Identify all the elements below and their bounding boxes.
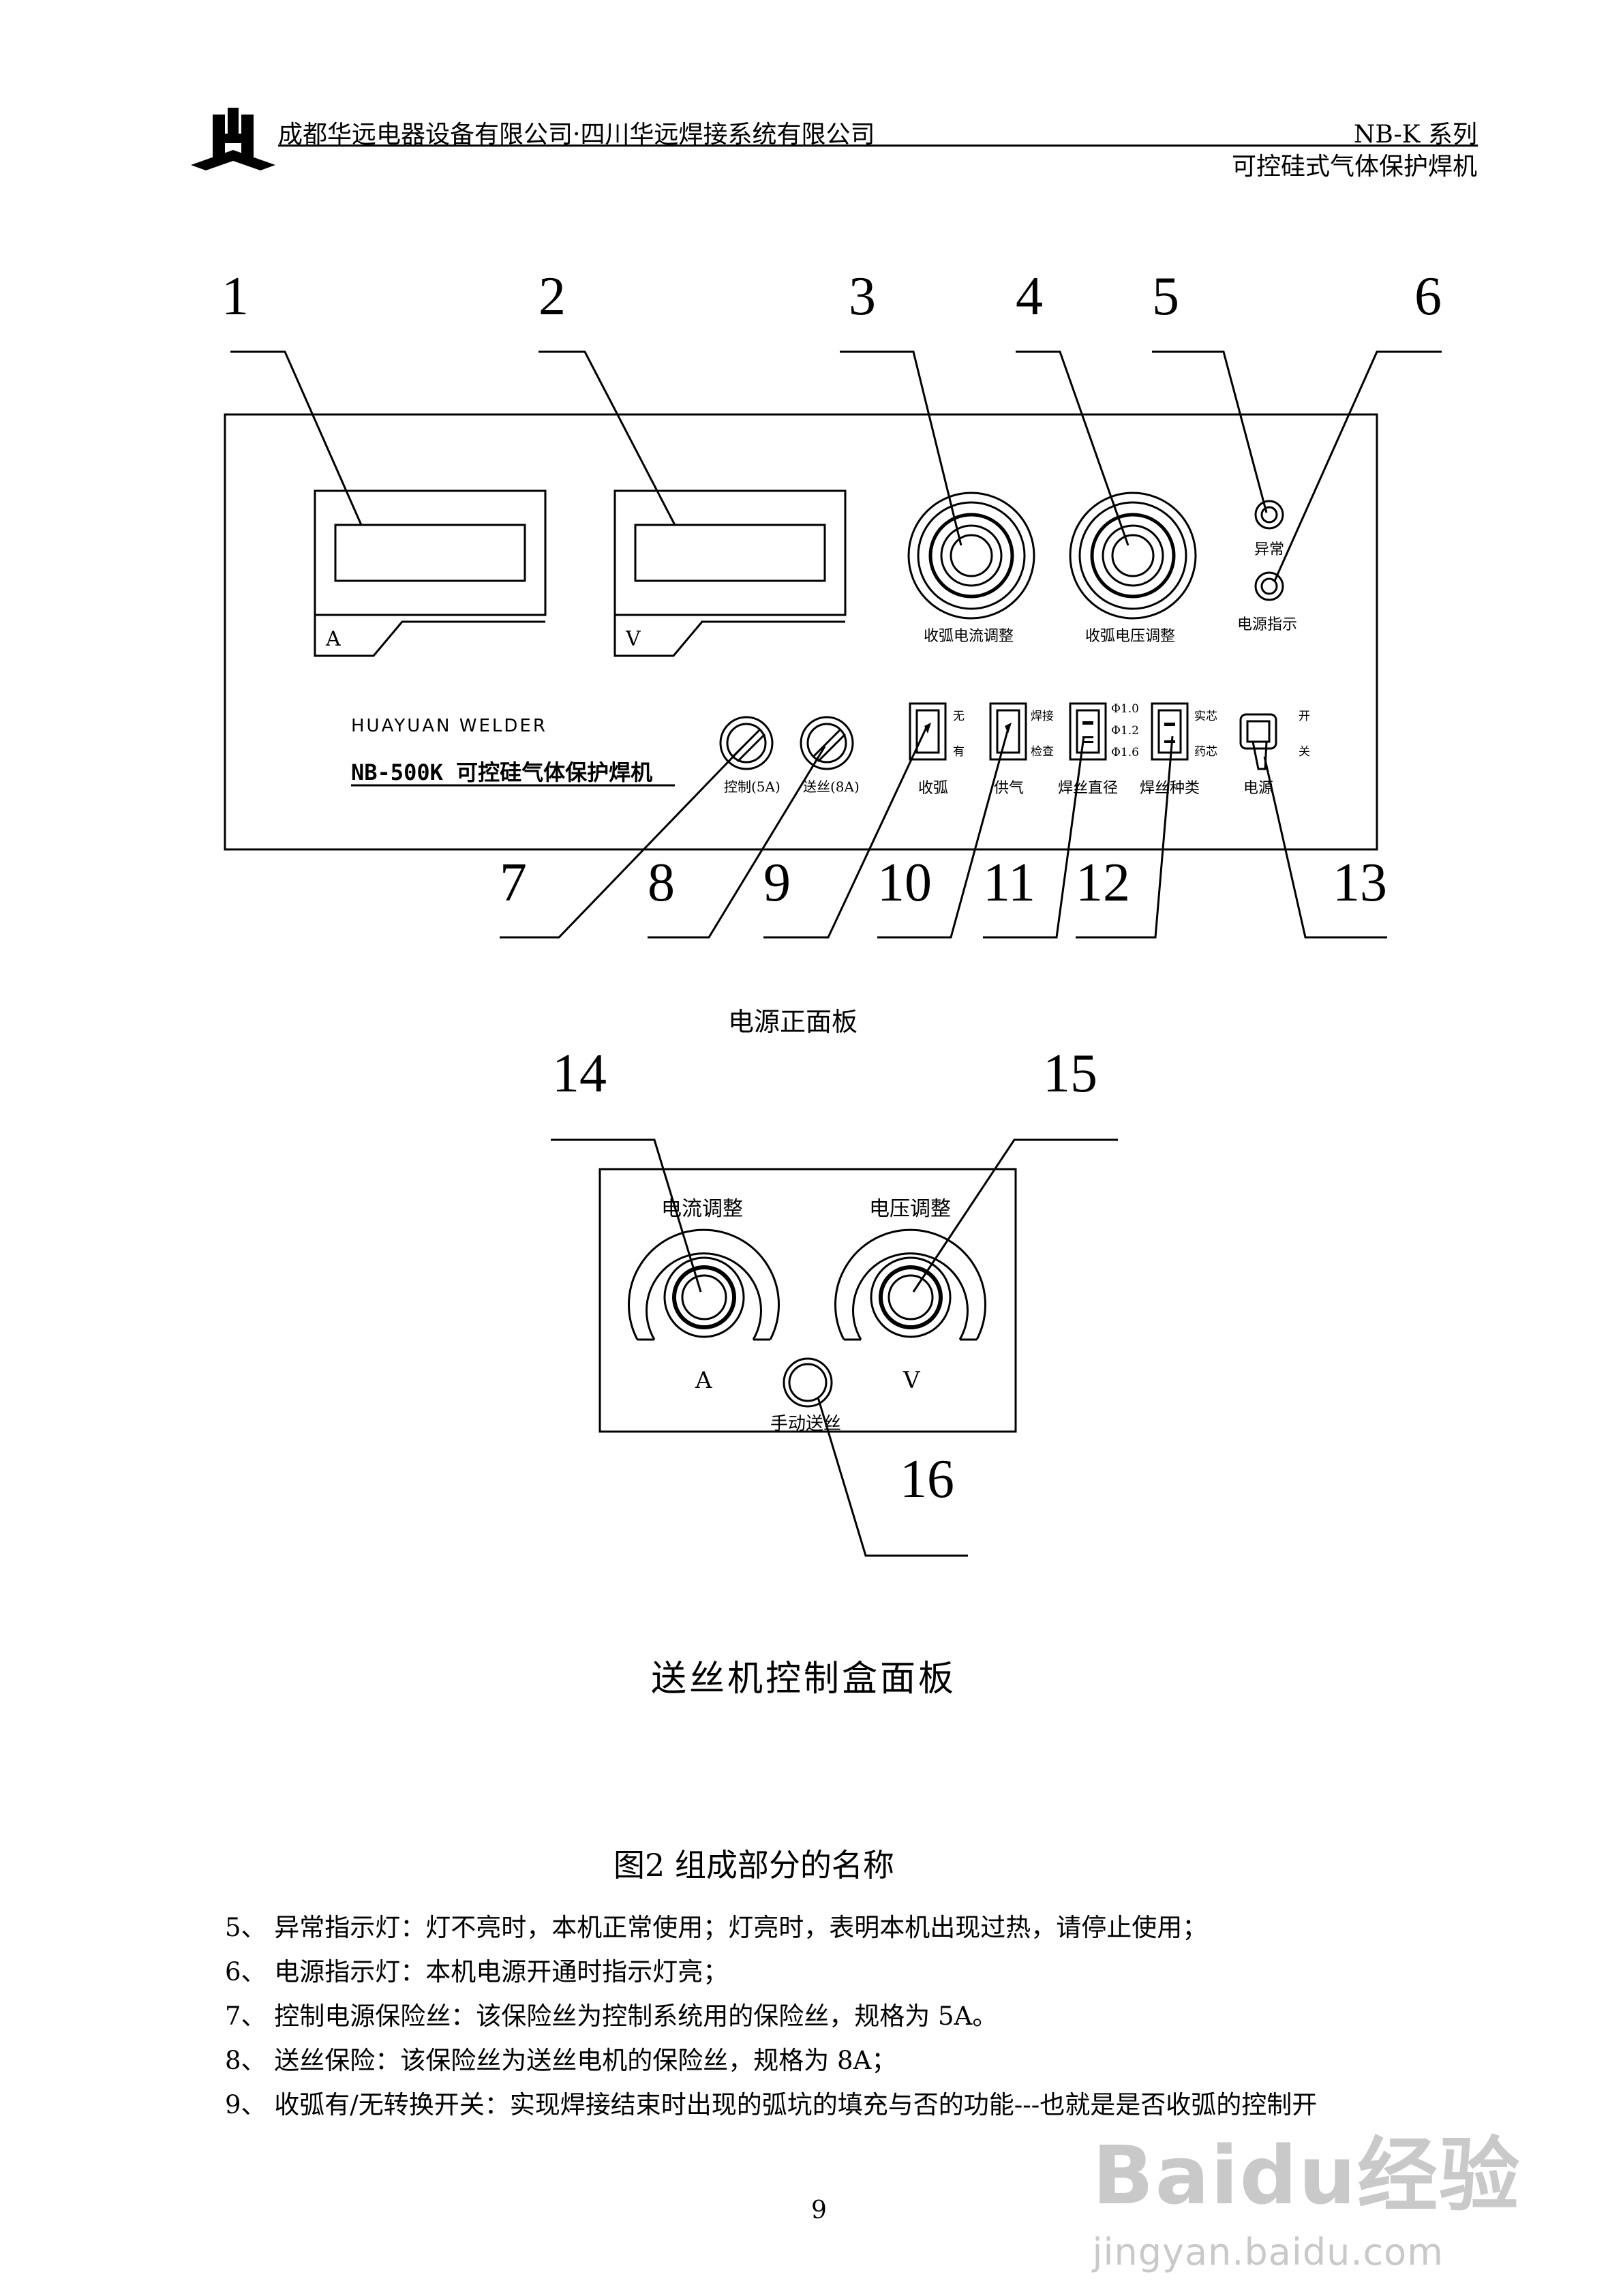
diameter-option-2: Φ1.2 — [1111, 724, 1139, 738]
abnormal-lamp-label: 异常 — [1254, 541, 1285, 558]
list-item: 6、 电源指示灯：本机电源开通时指示灯亮； — [225, 1957, 729, 1987]
arc-voltage-knob — [1069, 492, 1197, 620]
control-fuse-label: 控制(5A) — [724, 779, 780, 795]
front-panel-drawing — [224, 350, 1442, 939]
watermark: Baidu经验 jingyan.baidu.com — [1093, 2110, 1521, 2274]
voltage-knob-label: 电压调整 — [869, 1197, 951, 1221]
wire-type-switch — [1151, 702, 1189, 761]
manual-feed-label: 手动送丝 — [770, 1414, 842, 1434]
callout-3: 3 — [849, 267, 876, 327]
figure-title: 图2 组成部分的名称 — [613, 1847, 894, 1884]
feed-fuse — [800, 716, 854, 770]
header-series: NB-K 系列 — [1353, 121, 1477, 149]
current-unit-label: A — [695, 1367, 712, 1394]
callout-6: 6 — [1414, 267, 1442, 327]
arc-switch — [909, 702, 947, 761]
control-box-drawing — [551, 1138, 1118, 1557]
current-knob-label: 电流调整 — [661, 1197, 743, 1221]
arc-voltage-knob-label: 收弧电压调整 — [1085, 628, 1176, 645]
callout-7: 7 — [500, 853, 527, 913]
power-toggle-label: 电源 — [1243, 780, 1274, 797]
callout-13: 13 — [1333, 853, 1387, 913]
meter-v-housing — [613, 489, 847, 616]
current-knob — [628, 1228, 780, 1341]
feed-fuse-label: 送丝(8A) — [803, 779, 860, 795]
callout-2: 2 — [539, 267, 566, 327]
brand-label: HUAYUAN WELDER — [351, 716, 547, 736]
diameter-switch-label: 焊丝直径 — [1058, 780, 1119, 797]
power-lamp-label: 电源指示 — [1237, 616, 1298, 633]
list-item: 8、 送丝保险：该保险丝为送丝电机的保险丝，规格为 8A； — [225, 2046, 897, 2075]
power-lamp — [1254, 571, 1284, 601]
model-label: NB-500K 可控硅气体保护焊机 — [351, 759, 653, 785]
gas-switch-label: 供气 — [994, 780, 1025, 797]
power-on-label: 开 — [1299, 710, 1310, 723]
abnormal-lamp — [1254, 500, 1284, 530]
manual-feed-button — [783, 1357, 833, 1408]
arc-switch-off-label: 有 — [953, 745, 965, 759]
meter-a-housing — [314, 489, 547, 616]
control-box-outline — [598, 1168, 1017, 1433]
arc-current-knob — [907, 492, 1035, 620]
wire-solid-label: 实芯 — [1194, 710, 1217, 723]
front-panel-caption: 电源正面板 — [728, 1007, 858, 1037]
callout-5: 5 — [1152, 267, 1179, 327]
list-item: 9、 收弧有/无转换开关：实现焊接结束时出现的弧坑的填充与否的功能---也就是是… — [225, 2090, 1318, 2119]
diameter-option-3: Φ1.6 — [1111, 746, 1139, 759]
wire-type-switch-label: 焊丝种类 — [1140, 780, 1200, 797]
callout-4: 4 — [1016, 267, 1043, 327]
gas-switch — [989, 702, 1027, 761]
meter-a-label: A — [326, 627, 341, 651]
power-off-label: 关 — [1299, 745, 1310, 759]
callout-16: 16 — [900, 1449, 954, 1509]
list-item: 5、 异常指示灯：灯不亮时，本机正常使用；灯亮时，表明本机出现过热，请停止使用； — [225, 1913, 1208, 1942]
gas-switch-weld-label: 焊接 — [1031, 710, 1054, 723]
diameter-switch — [1069, 702, 1107, 761]
list-item: 7、 控制电源保险丝：该保险丝为控制系统用的保险丝，规格为 5A。 — [225, 2002, 998, 2031]
callout-8: 8 — [648, 853, 675, 913]
arc-switch-on-label: 无 — [953, 710, 965, 723]
diameter-option-1: Φ1.0 — [1111, 702, 1139, 716]
gas-switch-check-label: 检查 — [1031, 745, 1054, 759]
callout-1: 1 — [222, 267, 249, 327]
header-company: 成都华远电器设备有限公司·四川华远焊接系统有限公司 — [278, 121, 875, 149]
watermark-url: jingyan.baidu.com — [1092, 2231, 1444, 2274]
control-fuse — [719, 716, 774, 770]
callout-14: 14 — [552, 1044, 607, 1104]
callout-12: 12 — [1076, 853, 1130, 913]
control-box-caption: 送丝机控制盒面板 — [651, 1659, 957, 1700]
arc-current-knob-label: 收弧电流调整 — [924, 628, 1014, 645]
watermark-brand: Baidu经验 — [1092, 2128, 1521, 2222]
wire-flux-label: 药芯 — [1194, 745, 1217, 759]
callout-11: 11 — [983, 853, 1036, 913]
meter-v-label: V — [626, 627, 641, 651]
voltage-knob — [834, 1228, 986, 1341]
callout-10: 10 — [877, 853, 932, 913]
meter-v-window — [634, 524, 826, 582]
arc-switch-label: 收弧 — [918, 780, 949, 797]
header-product: 可控硅式气体保护焊机 — [1231, 153, 1477, 181]
voltage-unit-label: V — [903, 1367, 920, 1394]
description-list: 5、 异常指示灯：灯不亮时，本机正常使用；灯亮时，表明本机出现过热，请停止使用；… — [225, 1905, 1317, 2127]
company-logo — [191, 108, 275, 170]
meter-a-window — [334, 524, 526, 582]
power-toggle — [1239, 713, 1277, 770]
callout-15: 15 — [1043, 1044, 1097, 1104]
front-panel-outline — [224, 413, 1378, 851]
callout-9: 9 — [763, 853, 791, 913]
page-number: 9 — [811, 2196, 827, 2224]
header-rule — [278, 145, 1478, 147]
